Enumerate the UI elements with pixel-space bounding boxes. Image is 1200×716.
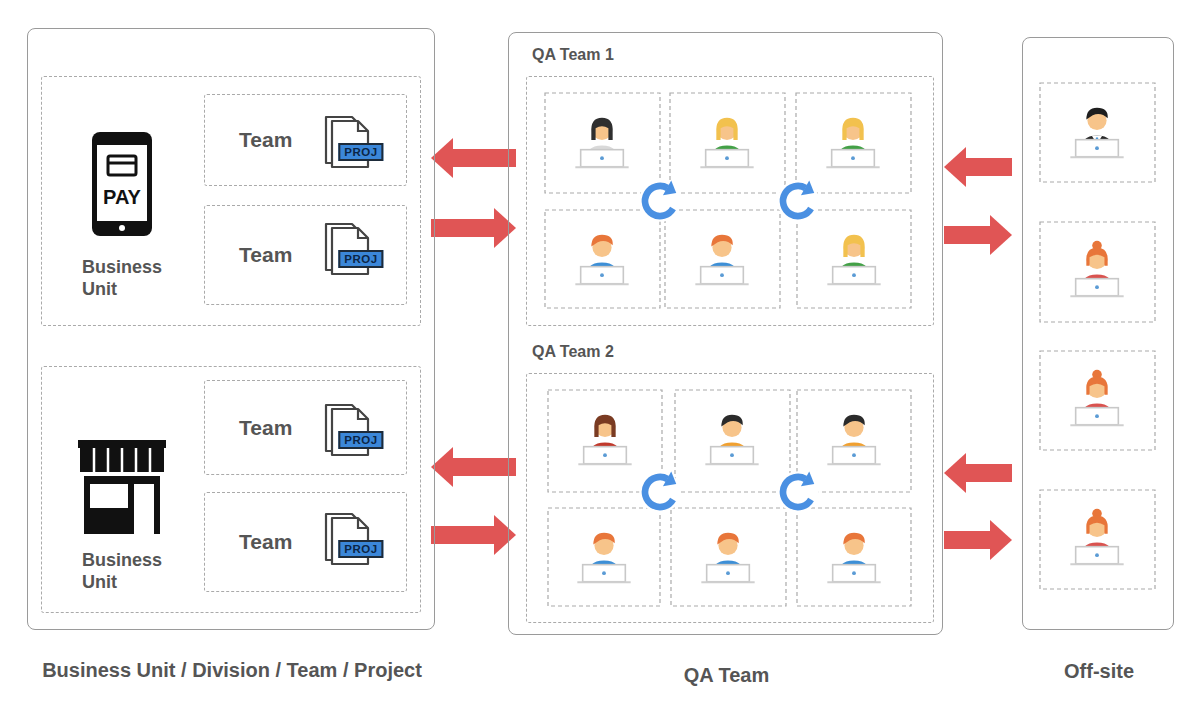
- project-tag: PROJ: [338, 250, 383, 268]
- drawing-part: [665, 210, 780, 308]
- project-tag: PROJ: [338, 143, 383, 161]
- drawing-part: [119, 225, 125, 231]
- team-box-label: Team: [239, 416, 292, 440]
- drawing-part: [797, 390, 911, 492]
- person-icon: [575, 235, 628, 285]
- drawing-part: [1040, 351, 1155, 450]
- person-icon: [1070, 108, 1123, 158]
- drawing-part: [1040, 222, 1155, 322]
- drawing-part: [1040, 83, 1155, 182]
- drawing-part: [80, 448, 164, 472]
- person-icon: [701, 533, 754, 583]
- offsite-panel-label: Off-site: [1003, 660, 1195, 683]
- qa-panel: QA TeamQA Team 1QA Team 2: [508, 32, 943, 635]
- drawing-part: [84, 476, 160, 534]
- person-icon: [575, 118, 628, 168]
- offsite-panel: Off-site: [1022, 37, 1174, 630]
- drawing-part: [548, 390, 662, 492]
- phone-icon: [92, 132, 152, 236]
- cycle-icon: [777, 471, 819, 513]
- drawing-part: [545, 210, 660, 308]
- qa-team-box-label: QA Team 2: [532, 343, 938, 361]
- person-cells: [545, 83, 1155, 606]
- flow-arrow: [431, 219, 494, 237]
- team-box-label: Team: [239, 128, 292, 152]
- flow-arrow: [966, 158, 1012, 176]
- drawing-part: [90, 484, 128, 508]
- flow-arrow: [453, 149, 516, 167]
- person-icon: [700, 118, 753, 168]
- flow-arrow: [944, 531, 990, 549]
- business-unit-group-label: Business Unit: [82, 550, 172, 593]
- drawing-part: [97, 145, 147, 221]
- cycle-icon: [777, 180, 819, 222]
- person-icon: [577, 533, 630, 583]
- team-box: Team: [204, 380, 407, 475]
- drawing-part: [797, 210, 911, 308]
- person-icon: [1070, 509, 1123, 564]
- drawing-part: [675, 390, 790, 492]
- drawing-part: [78, 440, 166, 448]
- project-tag: PROJ: [338, 540, 383, 558]
- drawing-part: [107, 448, 110, 472]
- team-box-label: Team: [239, 243, 292, 267]
- drawing-part: [108, 162, 136, 165]
- drawing-part: [671, 508, 786, 606]
- qa-team-box: QA Team 1: [526, 76, 934, 326]
- flow-arrow: [944, 226, 990, 244]
- qa-team-box: QA Team 2: [526, 373, 934, 623]
- drawing-part: [135, 448, 138, 472]
- person-icon: [578, 415, 631, 465]
- drawing-part: [670, 93, 785, 193]
- person-icon: [827, 235, 880, 285]
- drawing-part: [1040, 490, 1155, 589]
- person-icon: [695, 235, 748, 285]
- person-icon: [827, 533, 880, 583]
- person-icon: [1070, 370, 1123, 425]
- store-icon: [78, 440, 166, 534]
- drawing-part: [149, 448, 152, 472]
- drawing-part: [548, 508, 660, 606]
- business-panel-label: Business Unit / Division / Team / Projec…: [0, 659, 466, 682]
- screen-label: PAY: [103, 186, 141, 209]
- business-unit-group-label: Business Unit: [82, 257, 172, 300]
- qa-team-box-label: QA Team 1: [532, 46, 938, 64]
- person-icon: [1070, 241, 1123, 296]
- drawing-part: [545, 93, 660, 193]
- drawing-part: [134, 484, 154, 534]
- team-box-label: Team: [239, 530, 292, 554]
- drawing-part: [121, 448, 124, 472]
- flow-arrow: [453, 458, 516, 476]
- drawing-part: [93, 448, 96, 472]
- flow-arrow: [966, 464, 1012, 482]
- drawing-part: [108, 156, 136, 175]
- person-icon: [827, 415, 880, 465]
- cycle-icon: [639, 180, 681, 222]
- flow-arrow: [431, 526, 494, 544]
- person-icon: [826, 118, 879, 168]
- drawing-part: [796, 93, 911, 193]
- business-unit-group: Business UnitTeamTeam: [41, 366, 421, 613]
- team-box: Team: [204, 94, 407, 186]
- drawing-part: [797, 508, 911, 606]
- project-tag: PROJ: [338, 431, 383, 449]
- business-unit-group: Business UnitTeamTeam: [41, 76, 421, 326]
- drawing-part: [92, 132, 152, 236]
- qa-panel-label: QA Team: [489, 664, 964, 687]
- person-icon: [705, 415, 758, 465]
- cycle-icon: [639, 471, 681, 513]
